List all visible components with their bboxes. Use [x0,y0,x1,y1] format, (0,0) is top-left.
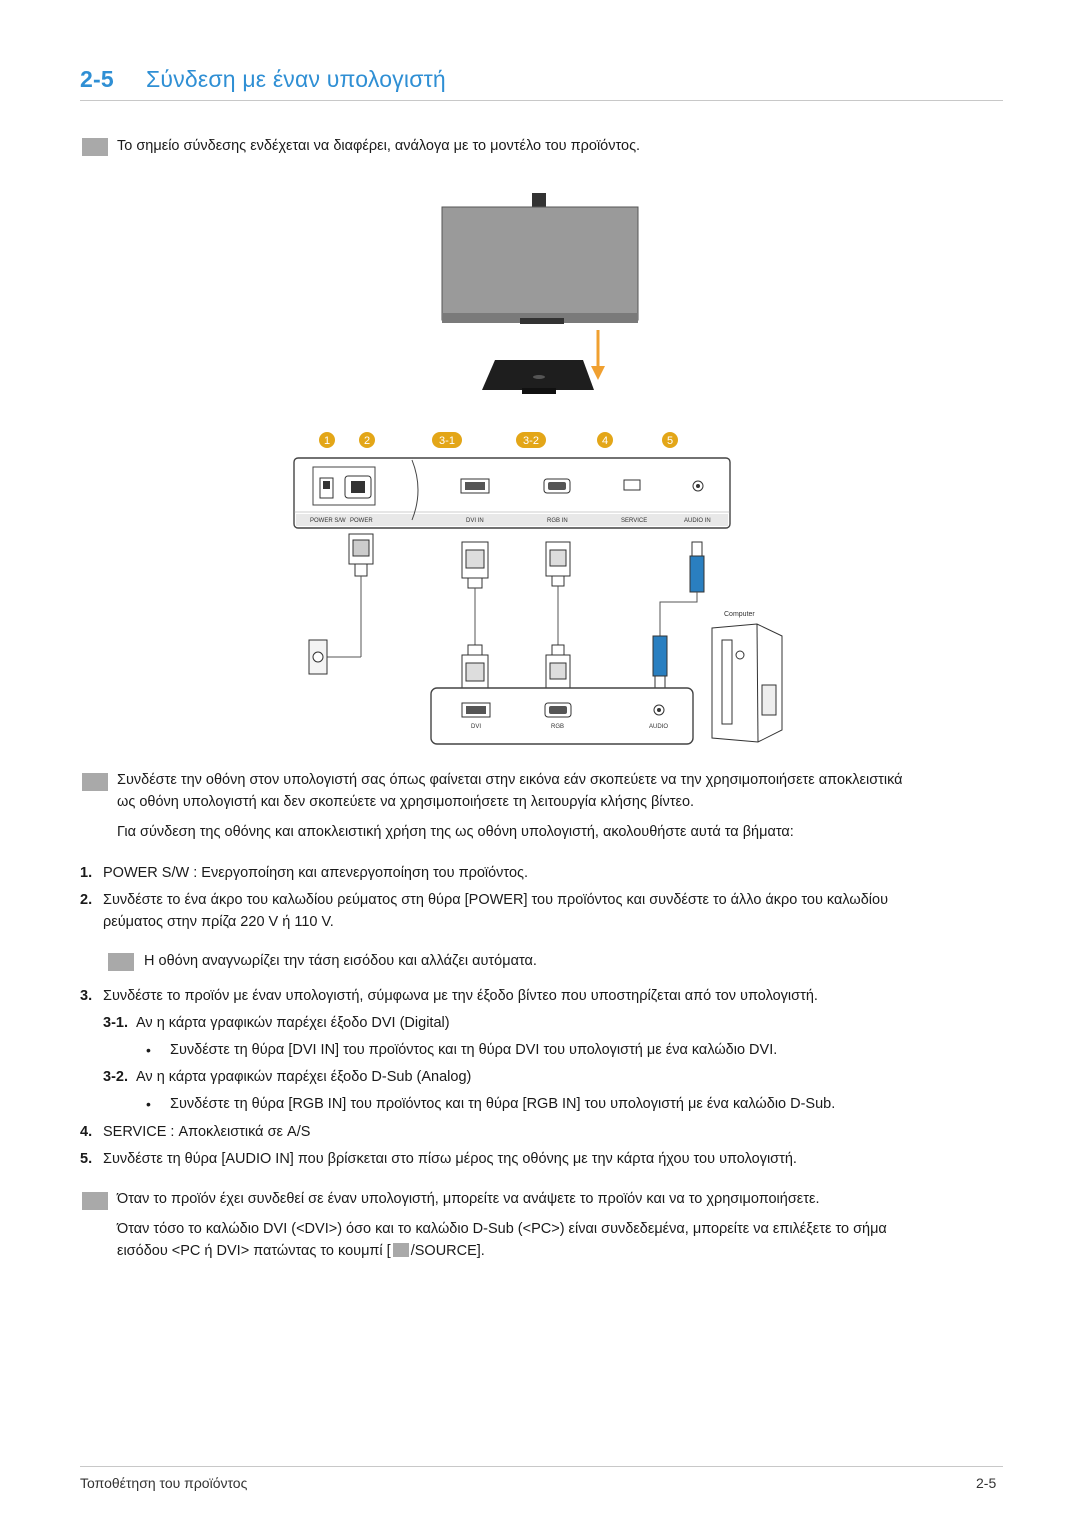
note-top: Το σημείο σύνδεσης ενδέχεται να διαφέρει… [117,138,641,154]
power-cable-illustration [308,533,374,675]
footer-page-number: 2-5 [976,1475,997,1491]
callout-3-2: 3-2 [516,432,546,448]
callout-1: 1 [319,432,335,448]
monitor-panel [441,206,639,321]
port-label-rgb-in: RGB IN [547,518,568,524]
step-4-text: SERVICE : Αποκλειστικά σε A/S [103,1124,311,1140]
callout-3-2-label: 3-2 [523,435,539,447]
footer-section-title: Τοποθέτηση του προϊόντος [80,1475,248,1491]
callout-3-1: 3-1 [432,432,462,448]
note-icon [82,773,108,791]
callout-1-label: 1 [324,435,330,447]
section-title: Σύνδεση με έναν υπολογιστή [146,66,446,92]
port-label-dvi-in: DVI IN [466,518,484,524]
port-label-power: POWER [350,518,373,524]
callout-5: 5 [662,432,678,448]
step-2-number: 2. [80,892,93,908]
note-final-line3: εισόδου <PC ή DVI> πατώντας το κουμπί [ /… [117,1240,485,1262]
callout-4: 4 [597,432,613,448]
port-label-service: SERVICE [621,518,647,524]
stand-base-illustration [482,360,594,394]
monitor-back-illustration [441,193,639,324]
steps-intro: Για σύνδεση της οθόνης και αποκλειστική … [117,824,794,840]
step-3-number: 3. [80,988,93,1004]
note-icon [82,138,108,156]
camera-icon [532,193,546,207]
step-1-number: 1. [80,865,93,881]
bullet: • [146,1042,151,1058]
sub-step-3-2-number: 3-2. [103,1069,128,1085]
note-connect-line2: ως οθόνη υπολογιστή και δεν σκοπεύετε να… [117,794,695,810]
down-arrow-icon [591,330,605,380]
port-label-power-sw: POWER S/W [310,518,346,524]
sub-step-3-1: 3-1. Αν η κάρτα γραφικών παρέχει έξοδο DV… [103,1012,450,1034]
sub-step-3-1-number: 3-1. [103,1015,128,1031]
note-final-line1: Όταν το προϊόν έχει συνδεθεί σε έναν υπο… [117,1191,820,1207]
pc-port-panel: DVI RGB AUDIO [430,687,694,745]
sub-step-3-2-text: Αν η κάρτα γραφικών παρέχει έξοδο D-Sub … [136,1069,472,1085]
pc-port-label-dvi: DVI [471,724,481,730]
source-button-icon [392,1243,409,1257]
connection-diagram: 1 2 3-1 3-2 4 5 [293,193,783,745]
bullet: • [146,1096,151,1112]
sub-step-3-2: 3-2. Αν η κάρτα γραφικών παρέχει έξοδο D-… [103,1066,471,1088]
pc-port-label-audio: AUDIO [649,724,668,730]
step-5-number: 5. [80,1151,93,1167]
step-2-text: Συνδέστε το ένα άκρο του καλωδίου ρεύματ… [103,892,889,908]
step-4-number: 4. [80,1124,93,1140]
dvi-cable-illustration [461,541,489,692]
pc-port-label-rgb: RGB [551,724,564,730]
step-5-text: Συνδέστε τη θύρα [AUDIO IN] που βρίσκετα… [103,1151,797,1167]
computer-label: Computer [724,611,755,618]
sub-step-3-1-bullet: Συνδέστε τη θύρα [DVI IN] του προϊόντος … [170,1042,778,1058]
step-3-text: Συνδέστε το προϊόν με έναν υπολογιστή, σ… [103,988,818,1004]
dsub-cable-illustration [545,541,571,690]
audio-cable-illustration [652,541,705,691]
note-icon [108,953,134,971]
callout-5-label: 5 [667,435,673,447]
sub-step-3-2-bullet: Συνδέστε τη θύρα [RGB IN] του προϊόντος … [170,1096,836,1112]
note-connect-line1: Συνδέστε την οθόνη στον υπολογιστή σας ό… [117,772,903,788]
monitor-port-panel: POWER S/W POWER DVI IN RGB IN SERVICE AU… [293,457,731,529]
port-label-audio-in: AUDIO IN [684,518,711,524]
section-heading: 2-5 Σύνδεση με έναν υπολογιστή [80,66,1003,93]
note-final-line3-start: εισόδου <PC ή DVI> πατώντας το κουμπί [ [117,1243,391,1259]
note-final-line3-end: /SOURCE]. [410,1243,485,1259]
callout-2: 2 [359,432,375,448]
callout-2-label: 2 [364,435,370,447]
service-port-icon [623,479,641,491]
heading-rule [80,100,1003,101]
callout-4-label: 4 [602,435,608,447]
note-final-line2: Όταν τόσο το καλώδιο DVI (<DVI>) όσο και… [117,1221,887,1237]
note-icon [82,1192,108,1210]
sub-step-3-1-text: Αν η κάρτα γραφικών παρέχει έξοδο DVI (D… [136,1015,450,1031]
computer-tower-illustration: Computer [711,611,783,743]
step-2-text-line2: ρεύματος στην πρίζα 220 V ή 110 V. [103,914,334,930]
section-number: 2-5 [80,66,114,92]
step-1-text: POWER S/W : Ενεργοποίηση και απενεργοποί… [103,865,529,881]
callout-3-1-label: 3-1 [439,435,455,447]
note-voltage: Η οθόνη αναγνωρίζει την τάση εισόδου και… [144,953,537,969]
footer-rule [80,1466,1003,1467]
